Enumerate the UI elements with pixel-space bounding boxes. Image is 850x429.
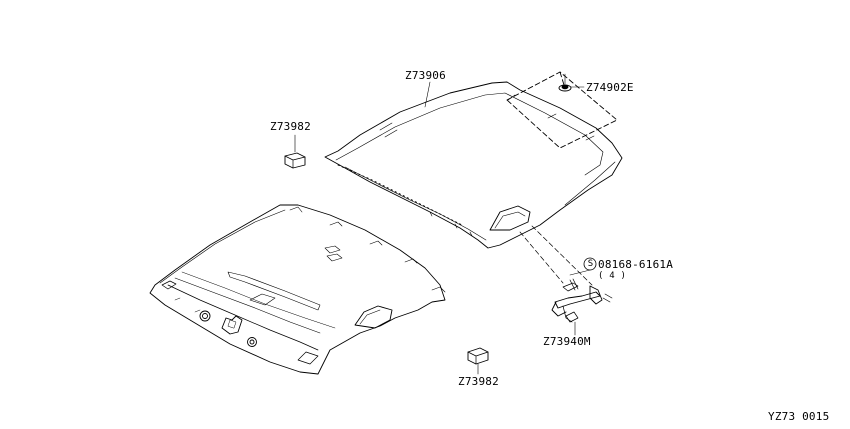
headlining-upper (324, 81, 623, 249)
pad-upper-part (284, 134, 306, 169)
label-z73940m: Z73940M (543, 335, 591, 348)
clip-part (558, 73, 572, 92)
assist-grip-part (519, 225, 613, 336)
label-z74902e: Z74902E (586, 81, 634, 94)
clip-leader-box (506, 71, 618, 149)
leader-z73906 (424, 81, 431, 108)
label-screw-part: 08168-6161A (598, 258, 674, 271)
label-z73982-upper: Z73982 (270, 120, 311, 133)
label-z73906: Z73906 (405, 69, 446, 82)
diagram-code: YZ73 0015 (768, 410, 830, 423)
screw-symbol-circle (583, 257, 597, 271)
label-screw-qty: ( 4 ) (598, 271, 627, 281)
screw-symbol: S (587, 259, 594, 269)
headlining-lower (149, 204, 446, 375)
label-z73982-lower: Z73982 (458, 375, 499, 388)
pad-lower-part (467, 347, 489, 375)
